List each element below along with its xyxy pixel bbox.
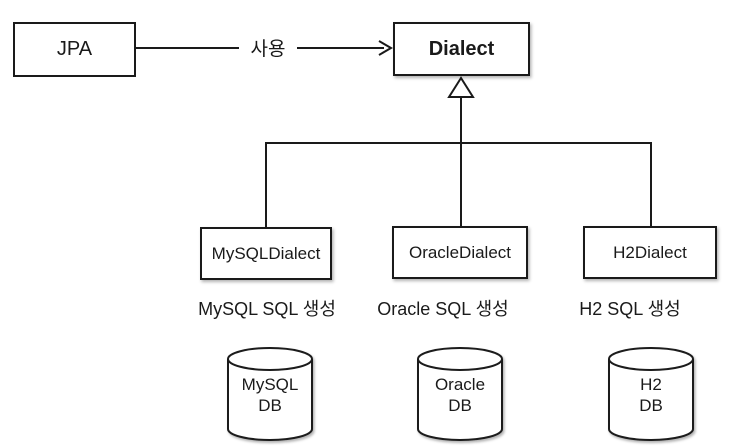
h2-dialect-label: H2Dialect xyxy=(613,242,687,262)
mysql-dialect-label: MySQLDialect xyxy=(211,243,321,263)
h2-db-line1: H2 xyxy=(640,375,662,394)
uses-edge-label: 사용 xyxy=(239,34,297,61)
oracle-db-cylinder xyxy=(417,347,503,441)
h2-caption: H2 SQL 생성 xyxy=(579,298,681,319)
dialect-node-label: Dialect xyxy=(428,37,495,60)
jpa-node: JPA xyxy=(13,22,136,77)
mysql-dialect-node: MySQLDialect xyxy=(200,227,332,280)
mysql-db-line1: MySQL xyxy=(241,375,299,394)
oracle-caption: Oracle SQL 생성 xyxy=(377,298,509,319)
jpa-node-label: JPA xyxy=(56,38,93,60)
dialect-node: Dialect xyxy=(393,22,530,76)
oracle-dialect-label: OracleDialect xyxy=(408,242,512,262)
mysql-db-line2: DB xyxy=(258,396,282,415)
h2-db-label: H2 DB xyxy=(591,372,711,418)
arrowhead-icon xyxy=(378,40,393,56)
inheritance-triangle-icon xyxy=(447,76,475,98)
oracle-db-line1: Oracle xyxy=(434,375,486,394)
oracle-dialect-node: OracleDialect xyxy=(392,226,528,279)
h2-db-line2: DB xyxy=(639,396,663,415)
h2-dialect-node: H2Dialect xyxy=(583,226,717,279)
oracle-db-label: Oracle DB xyxy=(400,372,520,418)
h2-db-cylinder xyxy=(608,347,694,441)
mysql-caption: MySQL SQL 생성 xyxy=(198,298,336,319)
oracle-db-line2: DB xyxy=(448,396,472,415)
mysql-db-label: MySQL DB xyxy=(210,372,330,418)
mysql-db-cylinder xyxy=(227,347,313,441)
